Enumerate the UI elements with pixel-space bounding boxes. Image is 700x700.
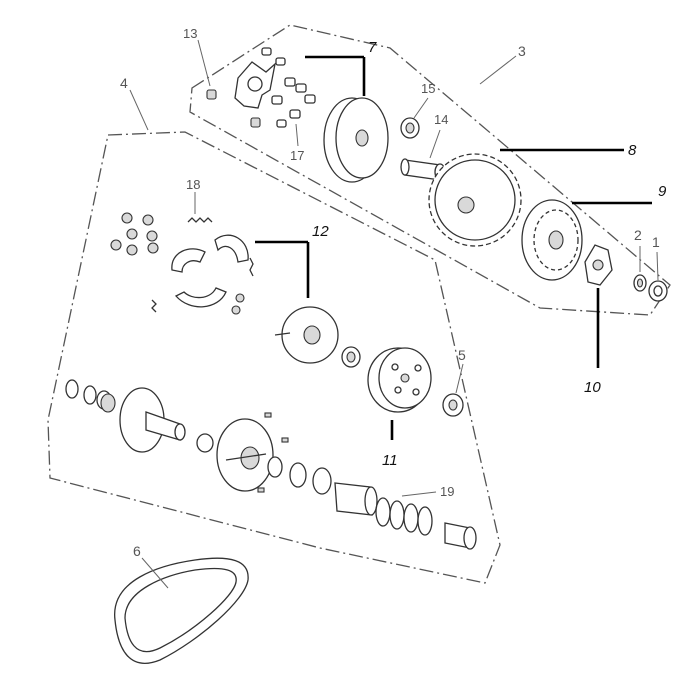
washer <box>633 274 647 292</box>
nut <box>648 280 668 302</box>
torque-spring <box>375 497 433 536</box>
dampers <box>110 212 159 256</box>
variator-pulley <box>323 97 389 183</box>
roller-weights <box>261 47 316 128</box>
driven-fixed-face <box>119 387 186 453</box>
leader-3 <box>479 55 517 85</box>
group-outline-4 <box>47 131 501 584</box>
o-rings <box>267 456 332 495</box>
drive-belt <box>114 557 249 664</box>
oil-seal <box>196 433 214 453</box>
callout-8: 8 <box>628 142 637 159</box>
leader-4 <box>129 89 149 131</box>
ramp-plate-hub <box>247 76 263 92</box>
leader-6 <box>141 557 169 589</box>
guide-pins <box>257 412 289 493</box>
spring-18 <box>187 217 213 223</box>
leader-13 <box>197 39 211 87</box>
bearing <box>341 346 361 368</box>
clutch-bell <box>367 347 432 413</box>
callout-1: 1 <box>652 234 660 250</box>
callout-13: 13 <box>183 26 197 41</box>
clutch-plate <box>274 306 339 364</box>
callout-3: 3 <box>518 43 526 59</box>
collar <box>334 482 378 516</box>
callout-7: 7 <box>368 39 377 56</box>
callout-14: 14 <box>434 112 448 127</box>
leader-19 <box>401 491 437 497</box>
slider-pins <box>206 89 261 128</box>
leader-17 <box>295 123 299 147</box>
starter-gear <box>428 153 522 247</box>
callout-11: 11 <box>382 452 398 469</box>
callout-9: 9 <box>658 183 667 200</box>
leader-1 <box>656 251 659 281</box>
leader-5 <box>455 363 464 394</box>
ratchet <box>584 244 613 286</box>
drive-face <box>521 199 583 281</box>
shaft-bearings <box>65 379 116 413</box>
leader-14 <box>429 129 441 159</box>
callout-4: 4 <box>120 75 128 91</box>
clutch-shoes <box>151 234 254 315</box>
callout-10: 10 <box>584 379 601 396</box>
callout-19: 19 <box>440 484 454 499</box>
callout-18: 18 <box>186 177 200 192</box>
callout-17: 17 <box>290 148 304 163</box>
leader-15 <box>413 97 429 119</box>
callout-5: 5 <box>458 347 466 363</box>
bushing <box>400 117 420 139</box>
callout-15: 15 <box>421 81 435 96</box>
clutch-nut <box>442 393 464 417</box>
callout-2: 2 <box>634 227 642 243</box>
driven-sliding-face <box>216 418 274 492</box>
spring-seat <box>444 522 477 550</box>
callout-6: 6 <box>133 543 141 559</box>
callout-12: 12 <box>312 223 329 240</box>
